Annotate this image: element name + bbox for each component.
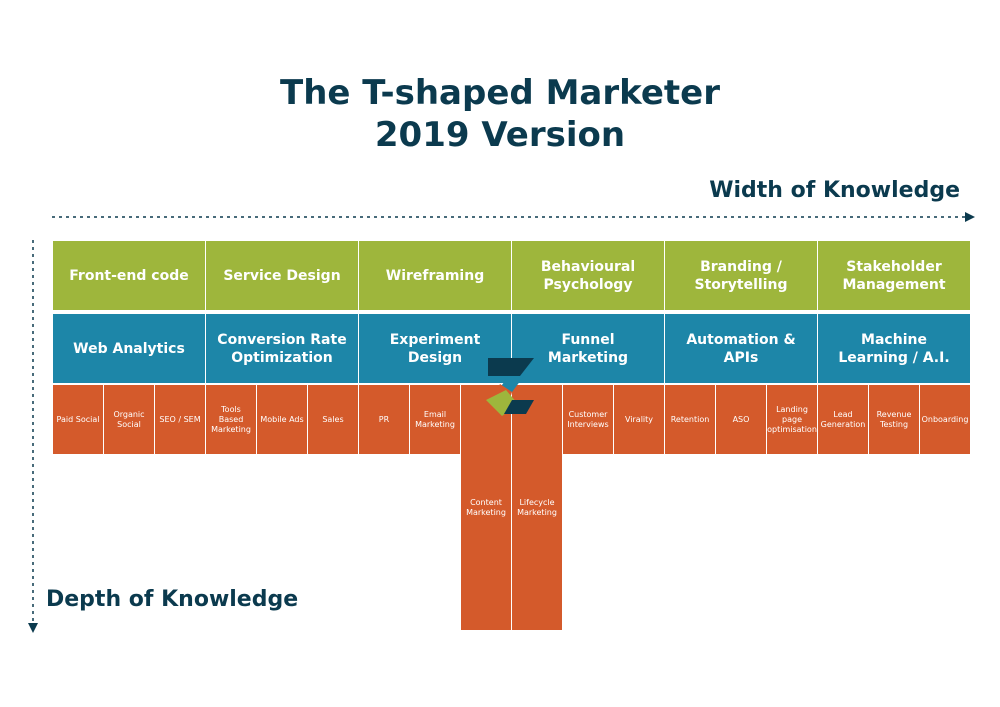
- skill-deep-0: Paid Social: [53, 385, 103, 454]
- skill-core-3: Funnel Marketing: [512, 314, 664, 383]
- skill-deep-6: PR: [359, 385, 409, 454]
- skill-broad-2: Wireframing: [359, 241, 511, 310]
- width-axis-label: Width of Knowledge: [709, 178, 960, 203]
- depth-axis-label: Depth of Knowledge: [46, 587, 299, 612]
- skill-deep-12: Retention: [665, 385, 715, 454]
- skill-deep-3: Tools Based Marketing: [206, 385, 256, 454]
- skill-deep-14: Landing page optimisation: [767, 385, 817, 454]
- skill-deep-16: Revenue Testing: [869, 385, 919, 454]
- title-line-2: 2019 Version: [374, 115, 626, 155]
- skill-deep-7: Email Marketing: [410, 385, 460, 454]
- skill-broad-5: Stakeholder Management: [818, 241, 970, 310]
- skill-broad-0: Front-end code: [53, 241, 205, 310]
- skill-broad-4: Branding / Storytelling: [665, 241, 817, 310]
- skill-deep-9: Lifecycle Marketing: [512, 385, 562, 630]
- skill-broad-1: Service Design: [206, 241, 358, 310]
- skill-core-2: Experiment Design: [359, 314, 511, 383]
- skill-core-5: Machine Learning / A.I.: [818, 314, 970, 383]
- skill-deep-1: Organic Social: [104, 385, 154, 454]
- skill-deep-13: ASO: [716, 385, 766, 454]
- skill-deep-15: Lead Generation: [818, 385, 868, 454]
- title-line-1: The T-shaped Marketer: [280, 73, 720, 113]
- skill-deep-10: Customer Interviews: [563, 385, 613, 454]
- skill-deep-4: Mobile Ads: [257, 385, 307, 454]
- skill-core-4: Automation & APIs: [665, 314, 817, 383]
- skill-deep-17: Onboarding: [920, 385, 970, 454]
- diagram-title: The T-shaped Marketer 2019 Version: [0, 72, 1000, 156]
- skill-deep-5: Sales: [308, 385, 358, 454]
- skill-broad-3: Behavioural Psychology: [512, 241, 664, 310]
- depth-arrow: [28, 240, 38, 633]
- skill-deep-11: Virality: [614, 385, 664, 454]
- logo-icon: [486, 358, 534, 416]
- skill-core-0: Web Analytics: [53, 314, 205, 383]
- skill-deep-8: Content Marketing: [461, 385, 511, 630]
- width-arrow: [52, 212, 975, 222]
- skill-core-1: Conversion Rate Optimization: [206, 314, 358, 383]
- skill-deep-2: SEO / SEM: [155, 385, 205, 454]
